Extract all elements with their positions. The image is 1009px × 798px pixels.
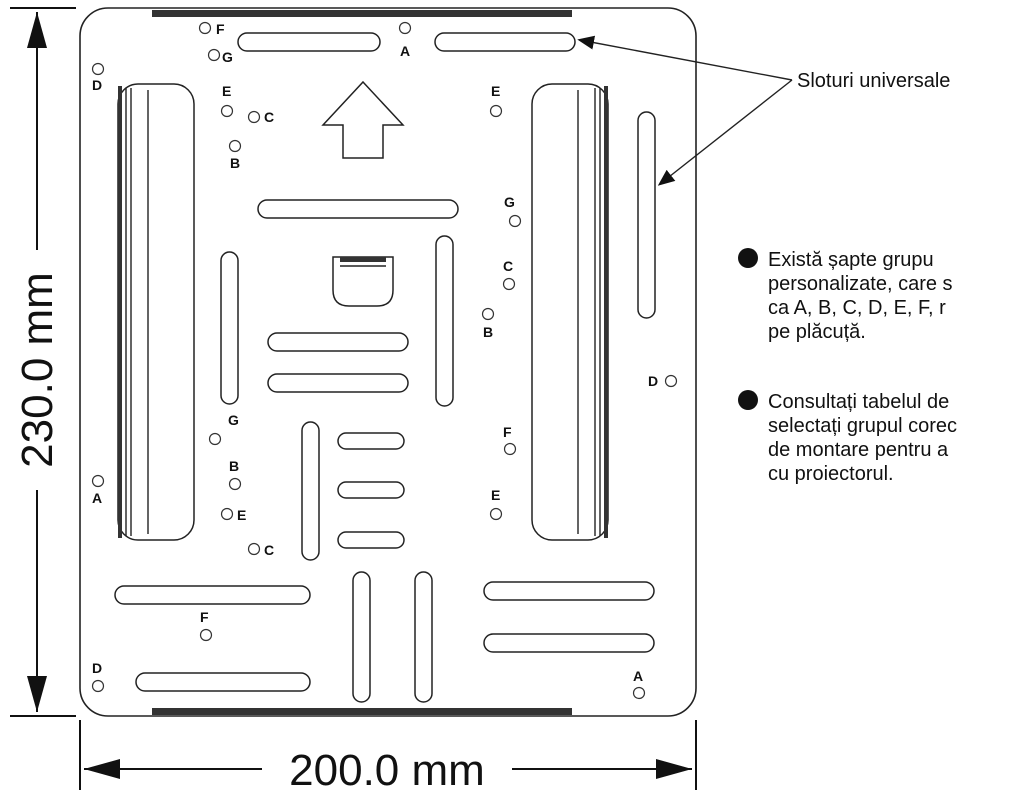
note-2: Consultați tabelul de selectați grupul c…	[738, 390, 957, 485]
note-1-line-2: personalizate, care s	[768, 273, 953, 295]
hole-labels: F G A D E C B E G C B D G B E C F E A F …	[92, 21, 658, 684]
slot-top-left	[237, 32, 381, 52]
center-latch	[332, 256, 394, 307]
slot-upper-center	[257, 199, 459, 219]
note-2-line-1: Consultați tabelul de	[768, 391, 949, 413]
slot-vert-right	[435, 235, 454, 407]
hole-label-f-bottom: F	[200, 609, 209, 625]
slot-mid-1	[267, 332, 409, 352]
width-dimension-label: 200.0 mm	[289, 746, 485, 795]
hole-label-c-lower-left: C	[264, 542, 274, 558]
slot-bottom-right-1	[483, 581, 655, 601]
slot-bottom-left-2	[135, 672, 311, 692]
hole-label-e-right: E	[491, 83, 500, 99]
bullet-icon	[738, 390, 758, 410]
hole-label-b-right: B	[483, 324, 493, 340]
hole-label-a-left: A	[92, 490, 102, 506]
mounting-holes	[91, 21, 678, 700]
up-arrow-icon	[321, 80, 405, 159]
note-2-line-4: cu proiectorul.	[768, 463, 894, 485]
hole-label-b-lower-left: B	[229, 458, 239, 474]
slot-vert-left	[220, 251, 239, 405]
hole-label-d-bottom: D	[92, 660, 102, 676]
hole-label-f-right: F	[503, 424, 512, 440]
hole-label-a-top: A	[400, 43, 410, 59]
hole-label-g-right: G	[504, 194, 515, 210]
note-2-line-2: selectați grupul corec	[768, 415, 957, 437]
height-dimension-label: 230.0 mm	[13, 272, 62, 468]
right-side-bracket	[531, 83, 609, 541]
slot-vert-center-left	[301, 421, 320, 561]
left-side-bracket	[117, 83, 195, 541]
universal-slots-label: Sloturi universale	[797, 70, 950, 92]
hole-label-c-right: C	[503, 258, 513, 274]
hole-label-g-top: G	[222, 49, 233, 65]
height-dimension: 230.0 mm	[10, 7, 76, 717]
hole-label-d-right: D	[648, 373, 658, 389]
note-1-line-1: Există șapte grupu	[768, 249, 934, 271]
slot-short-3	[337, 531, 405, 549]
width-dimension: 200.0 mm	[79, 720, 697, 795]
hole-label-a-bottom: A	[633, 668, 643, 684]
slot-top-right	[434, 32, 576, 52]
hole-label-e-lower-left: E	[237, 507, 246, 523]
slot-short-1	[337, 432, 405, 450]
note-1-line-4: pe plăcuță.	[768, 321, 866, 343]
universal-slots-callout: Sloturi universale	[577, 35, 950, 186]
slot-mid-2	[267, 373, 409, 393]
slot-vert-bottom-2	[414, 571, 433, 703]
hole-label-b-upper-left: B	[230, 155, 240, 171]
bullet-icon	[738, 248, 758, 268]
hole-label-d-top-left: D	[92, 77, 102, 93]
hole-label-c-upper-left: C	[264, 109, 274, 125]
slot-vert-bottom-1	[352, 571, 371, 703]
hole-label-g-lower-left: G	[228, 412, 239, 428]
slot-bottom-right-2	[483, 633, 655, 653]
slot-bottom-left-1	[114, 585, 311, 605]
slot-short-2	[337, 481, 405, 499]
note-2-line-3: de montare pentru a	[768, 439, 949, 461]
hole-label-f-top: F	[216, 21, 225, 37]
hole-label-e-left: E	[222, 83, 231, 99]
hole-label-e-lower-right: E	[491, 487, 500, 503]
note-1: Există șapte grupu personalizate, care s…	[738, 248, 953, 343]
slot-vert-far-right	[637, 111, 656, 319]
note-1-line-3: ca A, B, C, D, E, F, r	[768, 297, 946, 319]
mounting-plate: F G A D E C B E G C B D G B E C F E A F …	[79, 7, 697, 717]
